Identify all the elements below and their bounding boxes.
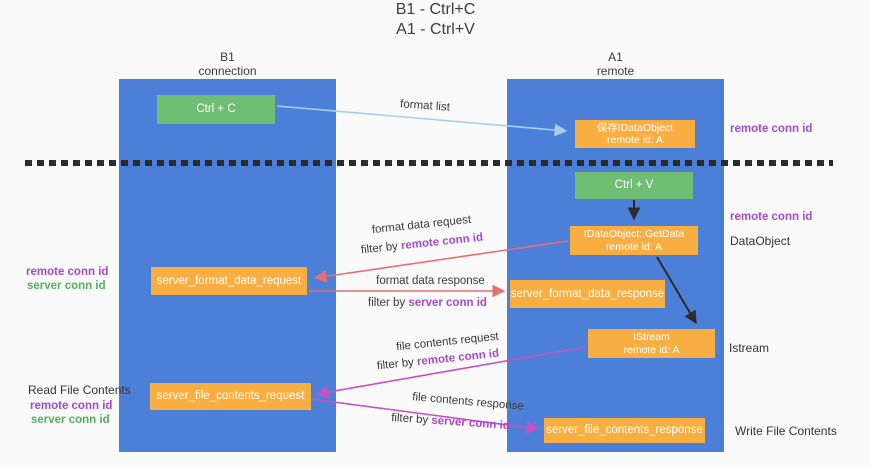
server-conn-id-keyword: server conn id xyxy=(408,297,487,309)
left-remote-conn-id-2: remote conn id xyxy=(30,400,113,412)
ctrl-c-label: Ctrl + C xyxy=(196,103,236,115)
save-idataobject-box: 保存IDataObject remote id: A xyxy=(575,120,695,148)
format-list-arrow-label: format list xyxy=(399,98,451,114)
format-data-response-text: format data response xyxy=(376,275,485,287)
server-file-contents-request-box: server_file_contents_request xyxy=(150,383,311,410)
column-b1-name: B1 xyxy=(220,50,235,64)
save-idataobject-line2: remote id: A xyxy=(606,134,664,146)
right-dataobject-label: DataObject xyxy=(730,234,791,248)
ctrl-c-box: Ctrl + C xyxy=(157,95,275,124)
filter-by-text: filter by xyxy=(376,356,418,373)
right-write-file-contents-label: Write File Contents xyxy=(735,424,837,438)
column-header-a1: A1 remote xyxy=(507,50,724,78)
title-line-2: A1 - Ctrl+V xyxy=(396,21,475,38)
format-data-response-filter-label: filter by server conn id xyxy=(365,297,490,309)
column-header-b1: B1 connection xyxy=(119,50,336,78)
istream-box: IStream remote id: A xyxy=(588,329,715,358)
left-remote-conn-id-1: remote conn id xyxy=(26,266,109,278)
left-server-conn-id-2: server conn id xyxy=(31,414,110,426)
filter-by-text: filter by xyxy=(390,411,432,427)
title-line-1: B1 - Ctrl+C xyxy=(395,1,476,18)
ctrl-v-box: Ctrl + V xyxy=(575,172,693,199)
right-remote-conn-id-top: remote conn id xyxy=(730,123,813,135)
left-read-file-contents-label: Read File Contents xyxy=(28,383,131,397)
getdata-line2: remote id: A xyxy=(605,240,663,253)
server-conn-id-keyword: server conn id xyxy=(430,414,511,433)
right-istream-label: Istream xyxy=(729,341,770,355)
right-remote-conn-id-mid: remote conn id xyxy=(730,211,813,223)
server-format-data-request-label: server_format_data_request xyxy=(156,274,302,287)
remote-conn-id-keyword: remote conn id xyxy=(416,347,500,369)
server-file-contents-response-box: server_file_contents_response xyxy=(544,418,705,443)
filter-by-text: filter by xyxy=(360,240,402,257)
column-a1-name: A1 xyxy=(608,50,623,64)
server-file-contents-request-label: server_file_contents_request xyxy=(156,390,305,402)
left-server-conn-id-1: server conn id xyxy=(27,280,106,292)
diagram-title: B1 - Ctrl+C A1 - Ctrl+V xyxy=(0,0,871,40)
column-b1-subtitle: connection xyxy=(198,64,257,78)
getdata-line1: IDataObject::GetData xyxy=(583,228,685,240)
format-data-request-text: format data request xyxy=(371,213,472,237)
idataobject-getdata-box: IDataObject::GetData remote id: A xyxy=(570,226,698,255)
istream-line2: remote id: A xyxy=(623,343,680,356)
remote-conn-id-keyword: remote conn id xyxy=(400,231,484,253)
column-a1-subtitle: remote xyxy=(596,64,635,78)
file-contents-response-filter-label: filter by server conn id xyxy=(378,411,523,433)
filter-by-text: filter by xyxy=(368,297,409,309)
istream-line1: IStream xyxy=(633,331,670,343)
save-idataobject-line1: 保存IDataObject xyxy=(596,121,674,134)
server-file-contents-response-label: server_file_contents_response xyxy=(546,424,703,436)
server-format-data-response-box: server_format_data_response xyxy=(510,280,665,308)
server-format-data-response-label: server_format_data_response xyxy=(510,287,665,300)
server-format-data-request-box: server_format_data_request xyxy=(151,267,307,295)
format-data-response-label: format data response xyxy=(368,275,493,287)
ctrl-v-label: Ctrl + V xyxy=(614,179,654,191)
